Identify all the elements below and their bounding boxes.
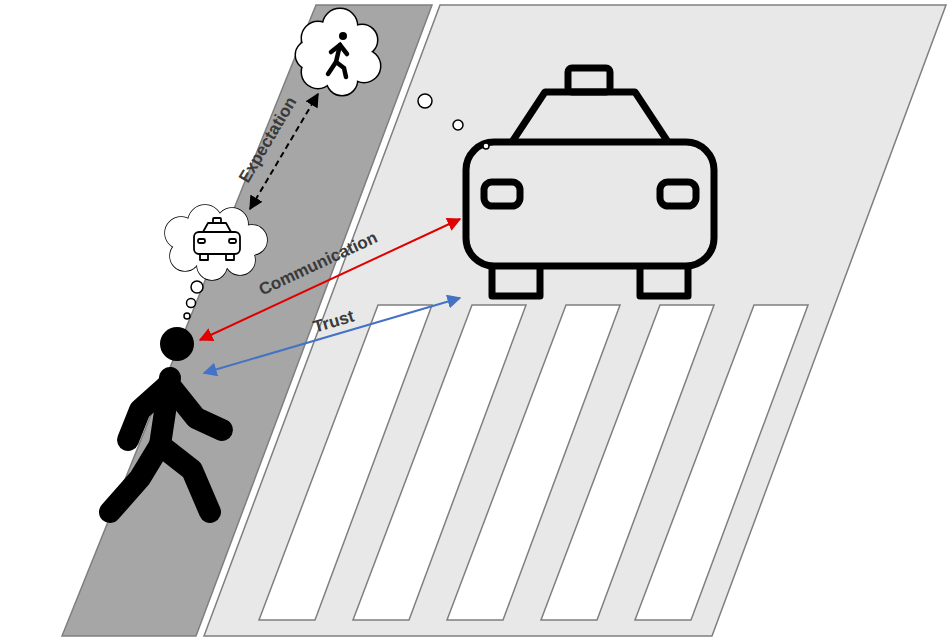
pedestrian-icon (110, 327, 222, 512)
thought-cloud (165, 205, 267, 280)
car-mini-icon (194, 218, 240, 260)
walker-icon (328, 45, 347, 77)
trust-arrow (204, 298, 460, 373)
thought-cloud (296, 9, 380, 95)
thought-bubbles (418, 94, 489, 149)
communication-arrow (200, 219, 460, 340)
zebra-crossing (259, 305, 808, 620)
car-icon (466, 68, 714, 296)
thought-bubbles (184, 281, 203, 319)
road (204, 5, 946, 636)
